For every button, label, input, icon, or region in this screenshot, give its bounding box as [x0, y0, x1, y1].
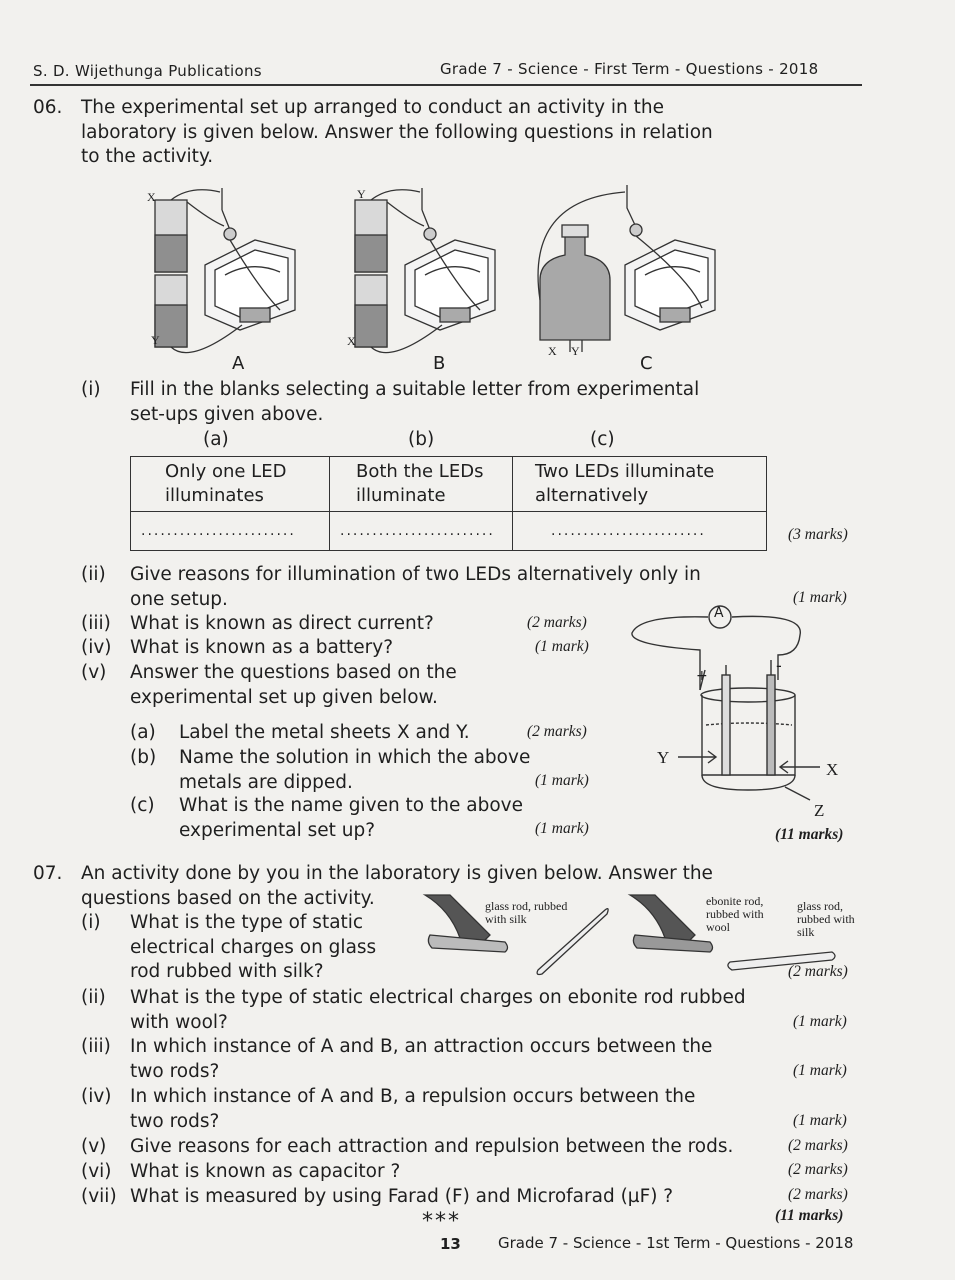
q07-ii-text: What is the type of static electrical ch… — [130, 987, 746, 1033]
q07-vi-number: (vi) — [81, 1161, 112, 1182]
q07-i-text: What is the type of static electrical ch… — [130, 912, 377, 982]
rods-figure — [422, 894, 836, 976]
q06-iv-text: What is known as a battery? — [130, 637, 394, 658]
fig-a-label: glass rod, rubbed with silk — [485, 899, 568, 926]
setup-b-label: B — [433, 353, 446, 374]
header-rule — [30, 84, 862, 86]
setup-c-label: C — [640, 353, 653, 374]
q06-va-marks: (2 marks) — [527, 723, 587, 740]
setup-c-left-label: X — [548, 344, 557, 358]
setup-a-label: A — [232, 353, 245, 374]
setup-b-top-label: Y — [357, 187, 366, 201]
q06-vc-text: What is the name given to the above expe… — [179, 795, 523, 841]
fig-b-label-glass: glass rod, rubbed with silk — [797, 899, 855, 939]
q06-vc-marks: (1 mark) — [535, 820, 589, 837]
q07-iv-marks: (1 mark) — [793, 1112, 847, 1129]
q06-number: 06. — [33, 97, 63, 118]
col-b-label: (b) — [408, 429, 435, 450]
q06-vb-text: Name the solution in which the above met… — [179, 747, 531, 793]
q06-i-text: Fill in the blanks selecting a suitable … — [130, 379, 700, 425]
minus-label: - — [776, 656, 782, 675]
q06-ii-text: Give reasons for illumination of two LED… — [130, 564, 701, 610]
setup-c-right-label: Y — [571, 344, 580, 358]
q07-v-text: Give reasons for each attraction and rep… — [130, 1136, 734, 1157]
q07-iii-number: (iii) — [81, 1036, 111, 1057]
q07-vii-number: (vii) — [81, 1186, 117, 1207]
answer-b[interactable]: ........................ — [329, 511, 513, 551]
setups-figure — [154, 185, 716, 354]
q07-vii-marks: (2 marks) — [788, 1186, 848, 1203]
q07-i-marks: (2 marks) — [788, 963, 848, 980]
plus-label: + — [696, 668, 708, 684]
q07-vi-text: What is known as capacitor ? — [130, 1161, 401, 1182]
q07-v-marks: (2 marks) — [788, 1137, 848, 1154]
q06-vb-number: (b) — [130, 747, 157, 768]
col-c-label: (c) — [590, 429, 615, 450]
q07-ii-marks: (1 mark) — [793, 1013, 847, 1030]
footer-stars: *** — [422, 1209, 461, 1234]
header-title: Grade 7 - Science - First Term - Questio… — [440, 60, 819, 78]
q07-vii-text: What is measured by using Farad (F) and … — [130, 1186, 674, 1207]
q06-ii-number: (ii) — [81, 564, 106, 585]
q06-vb-marks: (1 mark) — [535, 772, 589, 789]
x-label: X — [826, 760, 839, 779]
y-label: Y — [657, 748, 670, 767]
q07-number: 07. — [33, 863, 63, 884]
setup-a-bottom-label: Y — [151, 333, 160, 347]
simple-cell-figure — [631, 605, 820, 801]
page-number: 13 — [440, 1235, 461, 1253]
setup-a-top-label: X — [147, 190, 156, 204]
q06-ii-marks: (1 mark) — [793, 589, 847, 606]
q06-iii-marks: (2 marks) — [527, 614, 587, 631]
q06-v-text: Answer the questions based on the experi… — [130, 662, 457, 708]
q06-i-number: (i) — [81, 379, 101, 400]
q06-total-marks: (11 marks) — [775, 826, 844, 843]
q06-vc-number: (c) — [130, 795, 155, 816]
ammeter-label: A — [714, 605, 724, 621]
q07-iv-number: (iv) — [81, 1086, 112, 1107]
z-label: Z — [814, 801, 825, 820]
q07-vi-marks: (2 marks) — [788, 1161, 848, 1178]
q07-iii-marks: (1 mark) — [793, 1062, 847, 1079]
answer-c[interactable]: ........................ — [512, 511, 767, 551]
header-publisher: S. D. Wijethunga Publications — [33, 62, 262, 80]
q06-i-marks: (3 marks) — [788, 526, 848, 543]
q07-ii-number: (ii) — [81, 987, 106, 1008]
q06-v-number: (v) — [81, 662, 107, 683]
q06-iii-number: (iii) — [81, 613, 111, 634]
q07-iv-text: In which instance of A and B, a repulsio… — [130, 1086, 696, 1132]
q06-iv-number: (iv) — [81, 637, 112, 658]
fig-b-label-ebonite: ebonite rod, rubbed with wool — [706, 894, 764, 934]
q07-i-number: (i) — [81, 912, 101, 933]
setup-b-bottom-label: X — [347, 334, 356, 348]
q06-iv-marks: (1 mark) — [535, 638, 589, 655]
answer-a[interactable]: ........................ — [130, 511, 330, 551]
q06-intro: The experimental set up arranged to cond… — [81, 97, 713, 167]
q07-iii-text: In which instance of A and B, an attract… — [130, 1036, 713, 1082]
q06-va-text: Label the metal sheets X and Y. — [179, 722, 470, 743]
footer-title: Grade 7 - Science - 1st Term - Questions… — [498, 1234, 854, 1252]
q06-va-number: (a) — [130, 722, 156, 743]
q07-intro: An activity done by you in the laborator… — [81, 863, 713, 909]
q06-iii-text: What is known as direct current? — [130, 613, 434, 634]
col-a-label: (a) — [203, 429, 229, 450]
q07-v-number: (v) — [81, 1136, 107, 1157]
q07-total-marks: (11 marks) — [775, 1207, 844, 1224]
